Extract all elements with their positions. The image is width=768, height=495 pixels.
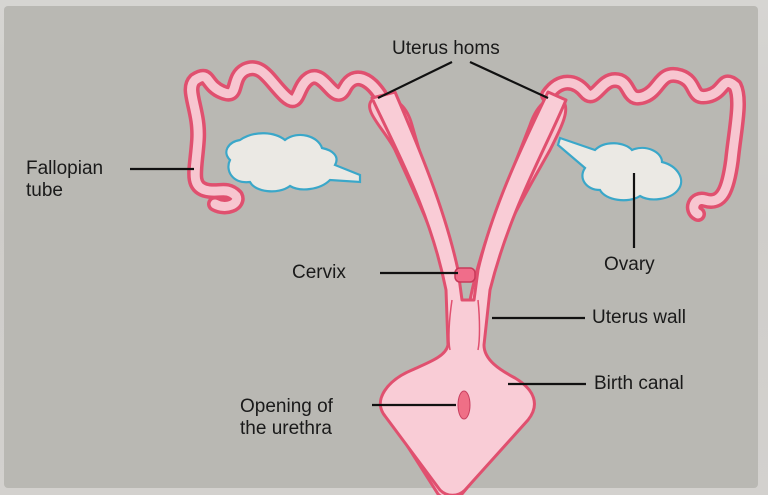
label-fallopian-tube-line1: Fallopian: [26, 158, 103, 180]
leader-uterus-horn-right: [470, 62, 548, 98]
label-fallopian-tube-line2: tube: [26, 180, 103, 202]
label-ovary: Ovary: [604, 254, 655, 276]
uterus-canal: [372, 92, 566, 495]
label-fallopian-tube: Fallopian tube: [26, 158, 103, 202]
cervix-mark: [455, 268, 475, 282]
label-urethra-line2: the urethra: [240, 418, 333, 440]
label-uterus-horns: Uterus homs: [392, 38, 500, 60]
label-cervix: Cervix: [292, 262, 346, 284]
right-ovary: [558, 138, 681, 200]
label-urethra: Opening of the urethra: [240, 396, 333, 440]
leader-uterus-horn-left: [378, 62, 452, 98]
label-birth-canal: Birth canal: [594, 373, 684, 395]
label-urethra-line1: Opening of: [240, 396, 333, 418]
label-uterus-wall: Uterus wall: [592, 307, 686, 329]
left-ovary: [226, 133, 360, 191]
urethra-opening: [458, 391, 470, 419]
